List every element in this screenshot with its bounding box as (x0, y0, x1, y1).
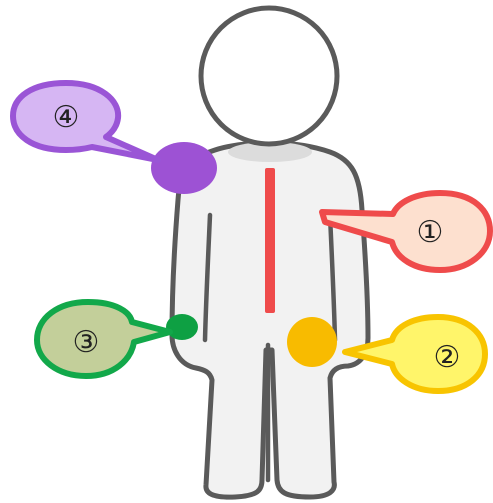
callout-1-bubble (319, 190, 493, 273)
marker-orange-dot (287, 317, 337, 367)
callout-3-label: ③ (73, 325, 100, 360)
callout-3: ③ (34, 299, 173, 379)
human-figure (169, 5, 371, 500)
callout-1-label: ① (417, 215, 444, 250)
marker-purple-dot (151, 142, 217, 194)
callout-3-bubble (34, 299, 173, 379)
callout-4-bubble (10, 80, 161, 163)
marker-red-line (265, 168, 275, 313)
callout-4-label: ④ (53, 100, 80, 135)
left-arm-inner-line (202, 212, 213, 343)
callout-2-label: ② (434, 340, 461, 375)
marker-green-dot (166, 314, 198, 340)
callout-4: ④ (10, 80, 161, 163)
figure-head (198, 5, 340, 147)
right-arm-inner-line (327, 212, 338, 343)
callout-2-bubble (342, 314, 488, 394)
callout-2: ② (342, 314, 488, 394)
callout-1: ① (319, 190, 493, 273)
neck-shadow (228, 142, 312, 162)
